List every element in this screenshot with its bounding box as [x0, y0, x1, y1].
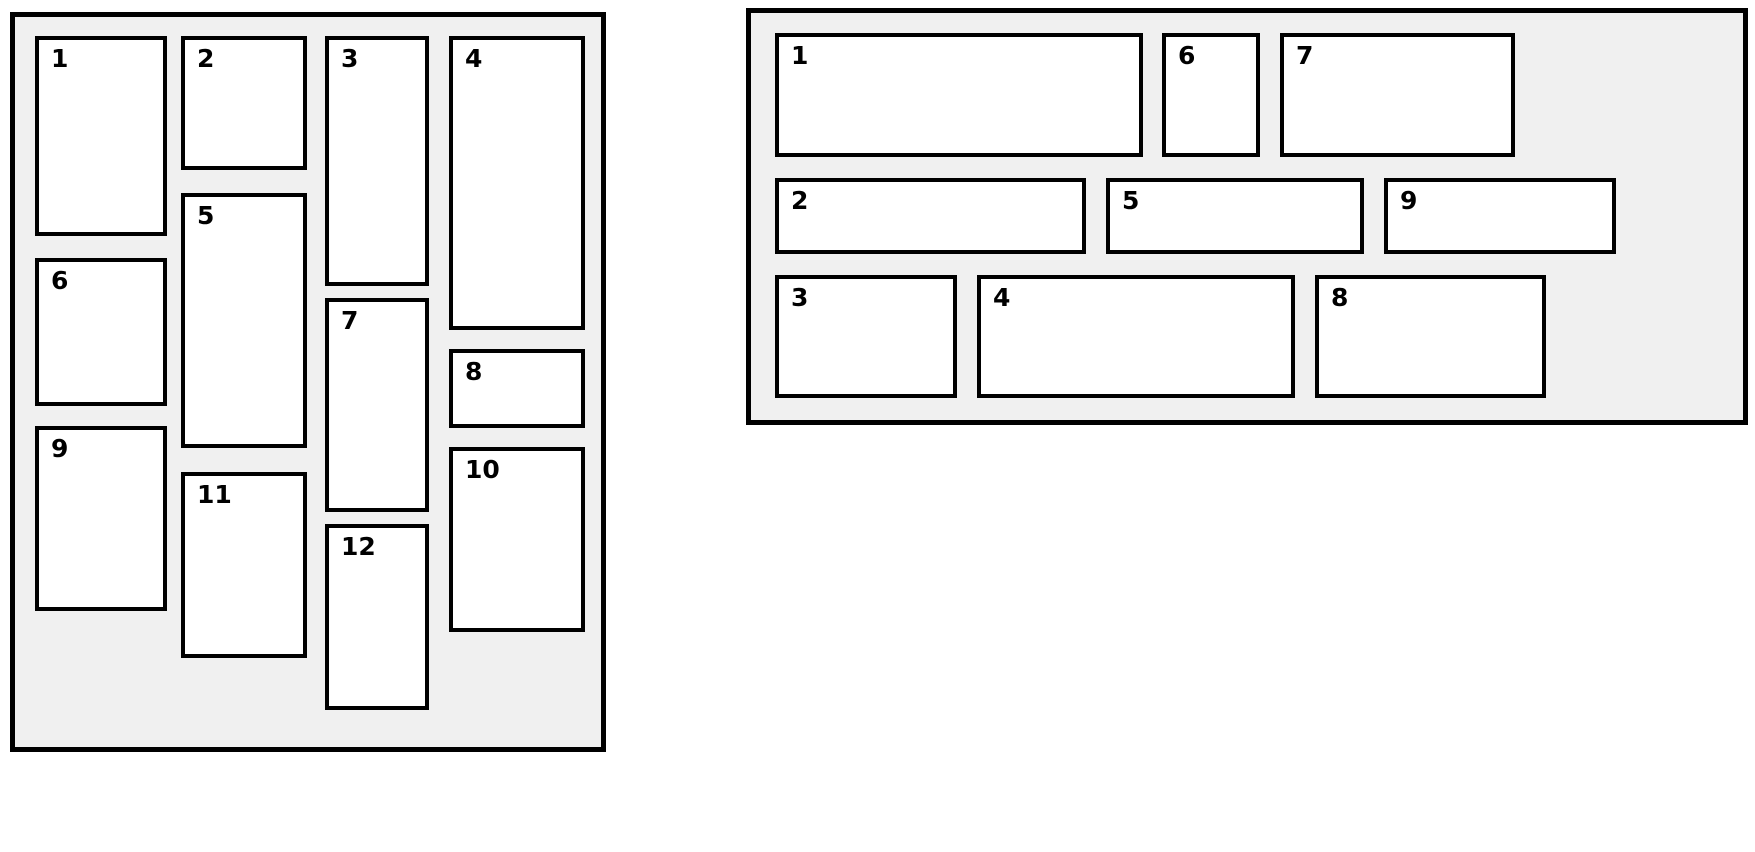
- layout-box-label: 1: [51, 44, 69, 73]
- layout-box-label: 7: [341, 306, 359, 335]
- layout-box-4[interactable]: 4: [977, 275, 1295, 398]
- layout-box-label: 6: [1178, 41, 1196, 70]
- layout-box-1[interactable]: 1: [775, 33, 1143, 157]
- layout-box-label: 7: [1296, 41, 1314, 70]
- layout-box-4[interactable]: 4: [449, 36, 585, 330]
- layout-box-7[interactable]: 7: [325, 298, 429, 512]
- layout-box-11[interactable]: 11: [181, 472, 307, 658]
- layout-box-6[interactable]: 6: [1162, 33, 1260, 157]
- layout-box-9[interactable]: 9: [1384, 178, 1616, 254]
- layout-box-9[interactable]: 9: [35, 426, 167, 611]
- layout-box-label: 5: [1122, 186, 1140, 215]
- layout-box-1[interactable]: 1: [35, 36, 167, 236]
- right-panel: 1 6 7 2 5 9 3 4 8: [746, 8, 1748, 425]
- layout-box-6[interactable]: 6: [35, 258, 167, 406]
- layout-box-label: 2: [197, 44, 215, 73]
- layout-box-label: 8: [1331, 283, 1349, 312]
- layout-box-8[interactable]: 8: [1315, 275, 1546, 398]
- layout-box-5[interactable]: 5: [181, 193, 307, 448]
- layout-box-label: 4: [993, 283, 1011, 312]
- layout-box-label: 3: [341, 44, 359, 73]
- layout-box-label: 4: [465, 44, 483, 73]
- layout-box-7[interactable]: 7: [1280, 33, 1515, 157]
- layout-box-label: 8: [465, 357, 483, 386]
- layout-box-3[interactable]: 3: [775, 275, 957, 398]
- layout-box-label: 11: [197, 480, 232, 509]
- layout-box-label: 6: [51, 266, 69, 295]
- layout-box-2[interactable]: 2: [181, 36, 307, 170]
- layout-box-12[interactable]: 12: [325, 524, 429, 710]
- layout-box-10[interactable]: 10: [449, 447, 585, 632]
- layout-box-label: 12: [341, 532, 376, 561]
- layout-box-5[interactable]: 5: [1106, 178, 1364, 254]
- layout-box-label: 9: [1400, 186, 1418, 215]
- layout-box-label: 3: [791, 283, 809, 312]
- layout-box-label: 10: [465, 455, 500, 484]
- layout-box-3[interactable]: 3: [325, 36, 429, 286]
- layout-box-2[interactable]: 2: [775, 178, 1086, 254]
- layout-box-8[interactable]: 8: [449, 349, 585, 428]
- layout-box-label: 1: [791, 41, 809, 70]
- layout-box-label: 2: [791, 186, 809, 215]
- layout-box-label: 9: [51, 434, 69, 463]
- layout-box-label: 5: [197, 201, 215, 230]
